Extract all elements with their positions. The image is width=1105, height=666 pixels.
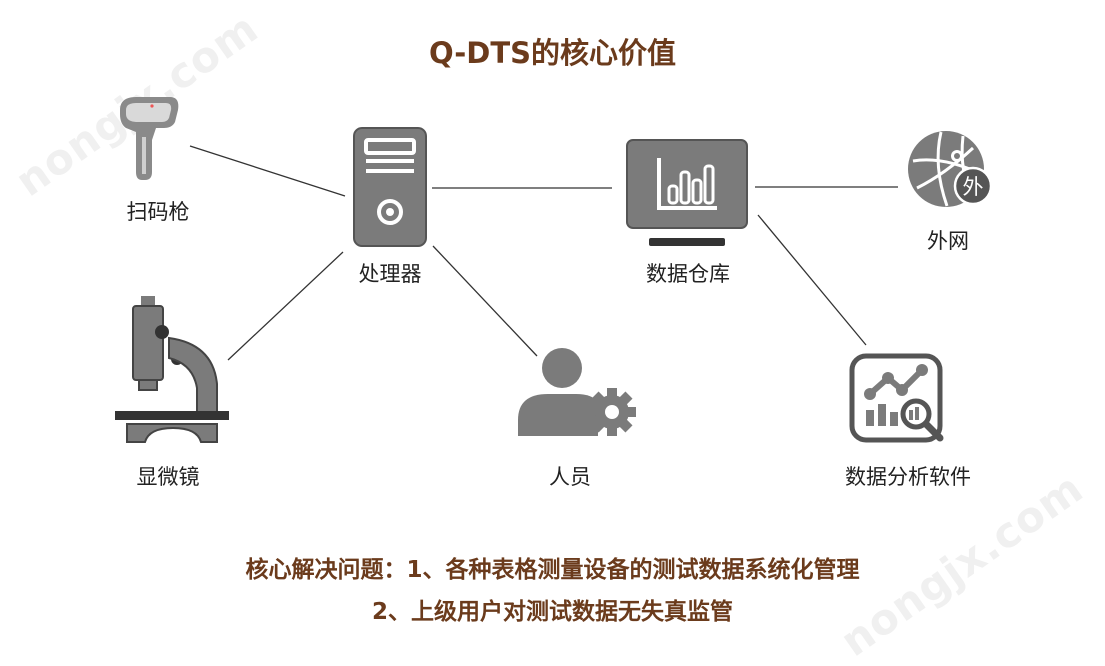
data-warehouse-monitor-icon bbox=[626, 139, 748, 246]
footer-line-2: 2、上级用户对测试数据无失真监管 bbox=[371, 599, 733, 625]
diagram-title: Q-DTS的核心价值 bbox=[429, 36, 676, 70]
barcode-scanner-icon bbox=[120, 97, 179, 180]
link-scanner-processor bbox=[189, 145, 346, 197]
globe-network-icon: 外 bbox=[908, 131, 993, 207]
microscope-icon bbox=[115, 296, 229, 443]
link-microscope-processor bbox=[227, 251, 344, 361]
link-warehouse-software bbox=[757, 214, 867, 346]
external-badge-text: 外 bbox=[963, 175, 984, 199]
analysis-software-icon bbox=[849, 353, 944, 443]
footer-line-1: 核心解决问题：1、各种表格测量设备的测试数据系统化管理 bbox=[245, 557, 860, 583]
link-processor-personnel bbox=[432, 245, 538, 357]
microscope-label: 显微镜 bbox=[136, 465, 200, 489]
person-gear-icon bbox=[518, 348, 636, 436]
software-label: 数据分析软件 bbox=[845, 465, 971, 489]
processor-label: 处理器 bbox=[358, 262, 422, 286]
external-label: 外网 bbox=[927, 229, 969, 253]
processor-tower-icon bbox=[353, 127, 427, 247]
warehouse-label: 数据仓库 bbox=[646, 262, 730, 286]
personnel-label: 人员 bbox=[549, 465, 591, 489]
scanner-label: 扫码枪 bbox=[126, 200, 190, 224]
